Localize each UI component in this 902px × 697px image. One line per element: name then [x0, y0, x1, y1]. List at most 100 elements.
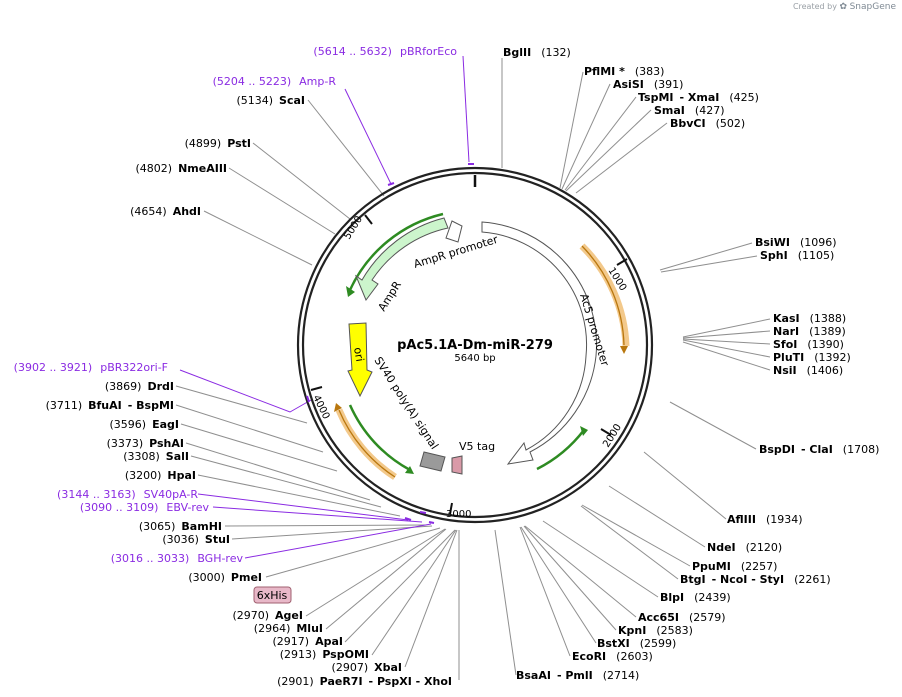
- enzyme-eagi: EagI: [152, 418, 179, 431]
- label-v5-tag: V5 tag: [459, 440, 495, 453]
- enzyme-bbvci: BbvCI: [670, 117, 706, 130]
- leader-primer-pbrforeco: [462, 55, 470, 163]
- leader-bsaai: [494, 529, 517, 676]
- svg-text:NarI(1389): NarI(1389): [773, 325, 846, 338]
- enzyme-ecori: EcoRI: [572, 650, 606, 663]
- primer-mark-ebv-rev: [419, 511, 427, 514]
- leader-kpni: [523, 525, 617, 631]
- tick-label-3000: 3000: [446, 509, 471, 520]
- leader-pshai: [185, 442, 371, 501]
- enzyme-mlui: MluI: [296, 622, 323, 635]
- leader-smai: [565, 109, 652, 192]
- leader-blpi: [542, 520, 659, 598]
- enzyme-tspmi: TspMI: [638, 91, 674, 104]
- snapgene-logo-icon: ✿: [839, 2, 848, 12]
- svg-text:BsaAI- PmlI(2714): BsaAI- PmlI(2714): [516, 669, 639, 682]
- leader-sphi: [660, 255, 758, 273]
- enzyme-paer7i: PaeR7I: [320, 675, 363, 688]
- leader-scai: [307, 99, 385, 197]
- svg-text:(3373)PshAI: (3373)PshAI: [107, 437, 184, 450]
- primer-mark-bgh-rev: [428, 521, 435, 524]
- svg-text:KasI(1388): KasI(1388): [773, 312, 846, 325]
- leader-afliii: [643, 451, 727, 520]
- enzyme-nsii: NsiI: [773, 364, 797, 377]
- green-arc-left-head: [405, 466, 414, 474]
- enzyme-scai: ScaI: [279, 94, 305, 107]
- leader-bspdi: [669, 401, 757, 450]
- orf-arrow-1-line: [581, 245, 625, 346]
- leader-drdi: [175, 385, 308, 424]
- svg-text:(3036)StuI: (3036)StuI: [162, 533, 230, 546]
- leader-ndei: [608, 485, 706, 548]
- leader-mlui: [325, 528, 447, 630]
- leader-acc65i: [524, 525, 637, 618]
- sv40-polya-feature: [419, 451, 446, 472]
- enzyme-bsaai: BsaAI: [516, 669, 551, 682]
- svg-text:(4899)PstI: (4899)PstI: [185, 137, 251, 150]
- orf-arrow-2-line: [338, 409, 396, 478]
- leader-bstxi: [520, 526, 597, 644]
- leader-btgi: [580, 505, 679, 580]
- leader-agei: [305, 528, 446, 617]
- svg-text:(3596)EagI: (3596)EagI: [110, 418, 179, 431]
- enzyme-sfoi: SfoI: [773, 338, 797, 351]
- primer-ebv-rev: (3090 .. 3109)EBV-rev: [80, 501, 210, 514]
- enzyme-pshai: PshAI: [149, 437, 184, 450]
- primer-sv40pa-r: (3144 .. 3163)SV40pA-R: [57, 488, 198, 501]
- leader-pluti: [682, 339, 771, 358]
- his-tag-badge: [253, 586, 292, 604]
- primer-mark-amp-r: [387, 182, 395, 186]
- enzyme-bfuai: BfuAI: [88, 399, 122, 412]
- svg-text:Acc65I(2579): Acc65I(2579): [638, 611, 726, 624]
- leader-primer-bgh-rev: [244, 523, 432, 559]
- svg-text:AsiSI(391): AsiSI(391): [613, 78, 683, 91]
- enzyme-ahdi: AhdI: [173, 205, 201, 218]
- leader-stui: [231, 525, 433, 540]
- leader-kasi: [682, 318, 771, 338]
- plasmid-name: pAc5.1A-Dm-miR-279: [397, 338, 553, 353]
- primer-bgh-rev: (3016 .. 3033)BGH-rev: [111, 552, 244, 565]
- svg-text:SmaI(427): SmaI(427): [654, 104, 725, 117]
- svg-text:AflIII(1934): AflIII(1934): [727, 513, 803, 526]
- leader-ahdi: [203, 210, 313, 266]
- svg-text:(3000)PmeI: (3000)PmeI: [188, 571, 262, 584]
- svg-text:(3308)SalI: (3308)SalI: [123, 450, 189, 463]
- svg-text:(2913)PspOMI: (2913)PspOMI: [280, 648, 369, 661]
- orf-arrow-2-head: [334, 403, 342, 412]
- enzyme-ndei: NdeI: [707, 541, 736, 554]
- svg-text:KpnI(2583): KpnI(2583): [618, 624, 693, 637]
- enzyme-pluti: PluTI: [773, 351, 804, 364]
- green-arc-right: [536, 429, 585, 471]
- svg-text:(3869)DrdI: (3869)DrdI: [105, 380, 174, 393]
- svg-text:TspMI- XmaI(425): TspMI- XmaI(425): [638, 91, 759, 104]
- leader-nari: [682, 330, 771, 339]
- tick-4000: [310, 386, 323, 391]
- enzyme-btgi: BtgI: [680, 573, 706, 586]
- leader-ppumi: [581, 504, 691, 567]
- enzyme-apai: ApaI: [315, 635, 343, 648]
- label-ampr: AmpR: [376, 279, 405, 314]
- svg-text:BlpI(2439): BlpI(2439): [660, 591, 731, 604]
- svg-text:NsiI(1406): NsiI(1406): [773, 364, 843, 377]
- svg-text:SphI(1105): SphI(1105): [760, 249, 834, 262]
- credit-prefix: Created by: [792, 2, 837, 11]
- primer-pbrforeco: (5614 .. 5632)pBRforEco: [313, 45, 457, 58]
- green-arc-right-head: [580, 426, 588, 436]
- leader-pmei: [265, 527, 441, 578]
- plasmid-length: 5640 bp: [454, 353, 495, 364]
- backbone-inner-strand: [301, 171, 649, 519]
- enzyme-bglii: BglII: [503, 46, 531, 59]
- svg-text:(2964)MluI: (2964)MluI: [254, 622, 323, 635]
- enzyme-agei: AgeI: [275, 609, 303, 622]
- green-arc-top-left-head: [346, 286, 355, 297]
- svg-text:BglII(132): BglII(132): [503, 46, 571, 59]
- svg-text:EcoRI(2603): EcoRI(2603): [572, 650, 653, 663]
- svg-text:(4802)NmeAIII: (4802)NmeAIII: [136, 162, 228, 175]
- leader-bbvci: [575, 122, 668, 194]
- svg-text:SfoI(1390): SfoI(1390): [773, 338, 844, 351]
- leader-primer-ebv-rev: [212, 506, 423, 523]
- enzyme-pmei: PmeI: [231, 571, 262, 584]
- enzyme-nari: NarI: [773, 325, 799, 338]
- enzyme-nmeaiii: NmeAIII: [178, 162, 227, 175]
